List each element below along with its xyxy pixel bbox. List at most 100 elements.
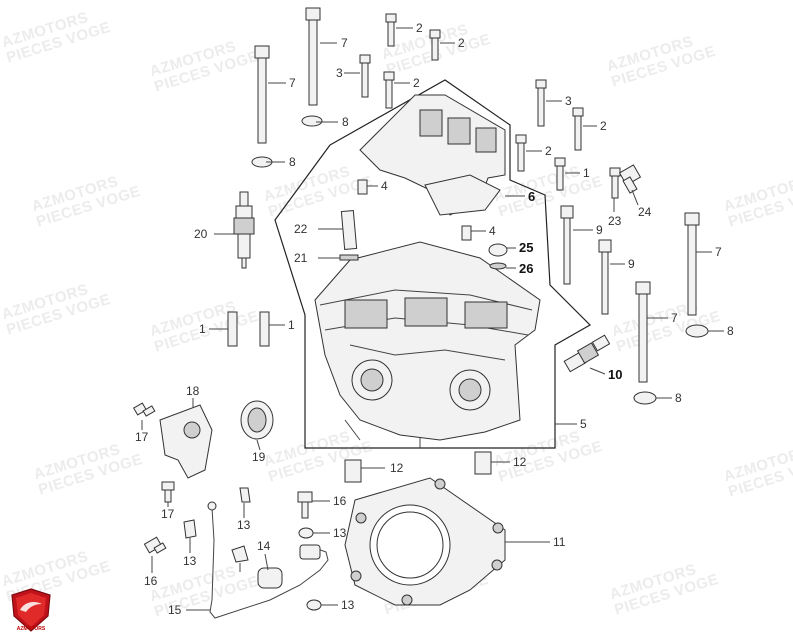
logo-text: AZMOTORS [16,626,46,632]
sensor-bolt [609,167,621,199]
callout-6: 6 [528,189,535,204]
callout-20: 20 [194,227,208,241]
callout-5: 5 [580,417,587,431]
callout-4: 4 [381,179,388,193]
dowel-sleeve [227,311,238,347]
callout-21: 21 [294,251,308,265]
head-bolt [635,281,651,383]
dowel-pin [474,451,492,475]
small-bolt [383,71,395,109]
washer [306,599,322,611]
callout-1: 1 [583,166,590,180]
gasket-ring-inner [247,407,267,433]
small-bolt [132,402,156,417]
callout-25: 25 [519,240,533,255]
small-bolt [554,157,566,191]
washer [298,527,314,539]
leader-lines [141,27,724,611]
small-bolt [143,536,167,554]
callout-16: 16 [144,574,158,588]
breather-pipe [209,507,329,619]
callout-2: 2 [458,36,465,50]
callout-16: 16 [333,494,347,508]
callout-8: 8 [727,324,734,338]
temperature-sensor [563,334,611,373]
callout-22: 22 [294,222,308,236]
callout-19: 19 [252,450,266,464]
hose-clamp [231,545,249,563]
small-bolt [297,491,313,519]
callout-9: 9 [628,257,635,271]
callout-8: 8 [342,115,349,129]
dowel-pin [344,459,362,483]
pipe-fitting [207,501,217,511]
washer [489,262,507,270]
hose-joint [299,544,321,560]
dowel-sleeve [259,311,270,347]
callout-13: 13 [333,526,347,540]
callout-labels: 7 7 8 8 2 2 3 2 3 2 2 1 4 4 6 23 24 9 9 … [135,21,734,617]
callout-11: 11 [553,535,566,549]
long-bolt [598,239,612,315]
dowel-pin [357,179,368,195]
callout-2: 2 [600,119,607,133]
o-ring [339,254,359,261]
small-bolt [572,107,584,151]
hose-clamp [183,519,197,539]
callout-3: 3 [565,94,572,108]
callout-17: 17 [161,507,175,521]
head-bolt [305,7,321,106]
dowel-pin [461,225,472,241]
assembly-boundary [274,79,591,449]
callout-2: 2 [545,144,552,158]
camshaft-carrier [359,94,506,216]
callout-13: 13 [341,598,355,612]
callout-18: 18 [186,384,200,398]
small-bolt [161,481,175,503]
washer [685,324,709,338]
callout-15: 15 [168,603,182,617]
head-gasket [344,477,506,606]
callout-7: 7 [289,76,296,90]
callout-3: 3 [336,66,343,80]
callout-14: 14 [257,539,271,553]
callout-10: 10 [608,367,622,382]
callout-2: 2 [416,21,423,35]
callout-7: 7 [715,245,722,259]
spark-plug [233,191,255,269]
callout-8: 8 [675,391,682,405]
long-bolt [560,205,574,285]
callout-4: 4 [489,224,496,238]
callout-8: 8 [289,155,296,169]
hose-clamp [239,487,251,503]
callout-13: 13 [237,518,251,532]
washer [633,391,657,405]
callout-7: 7 [341,36,348,50]
small-bolt [515,134,527,172]
washer [301,115,323,127]
thermostat-housing [159,404,213,479]
small-bolt [385,13,397,47]
azmotors-logo [11,588,51,632]
callout-7: 7 [671,311,678,325]
rubber-hose [257,567,283,589]
callout-17: 17 [135,430,149,444]
callout-12: 12 [513,455,527,469]
callout-13: 13 [183,554,197,568]
callout-26: 26 [519,261,533,276]
small-bolt [359,54,371,98]
callout-1: 1 [199,322,206,336]
plug [488,243,508,257]
head-bolt [684,212,700,316]
callout-23: 23 [608,214,622,228]
cylinder-head [314,241,541,448]
small-bolt [429,29,441,61]
head-bolt [254,45,270,144]
callout-1: 1 [288,318,295,332]
callout-9: 9 [596,223,603,237]
callout-12: 12 [390,461,404,475]
guide-sleeve [340,210,358,250]
callout-24: 24 [638,205,652,219]
small-bolt [535,79,547,127]
